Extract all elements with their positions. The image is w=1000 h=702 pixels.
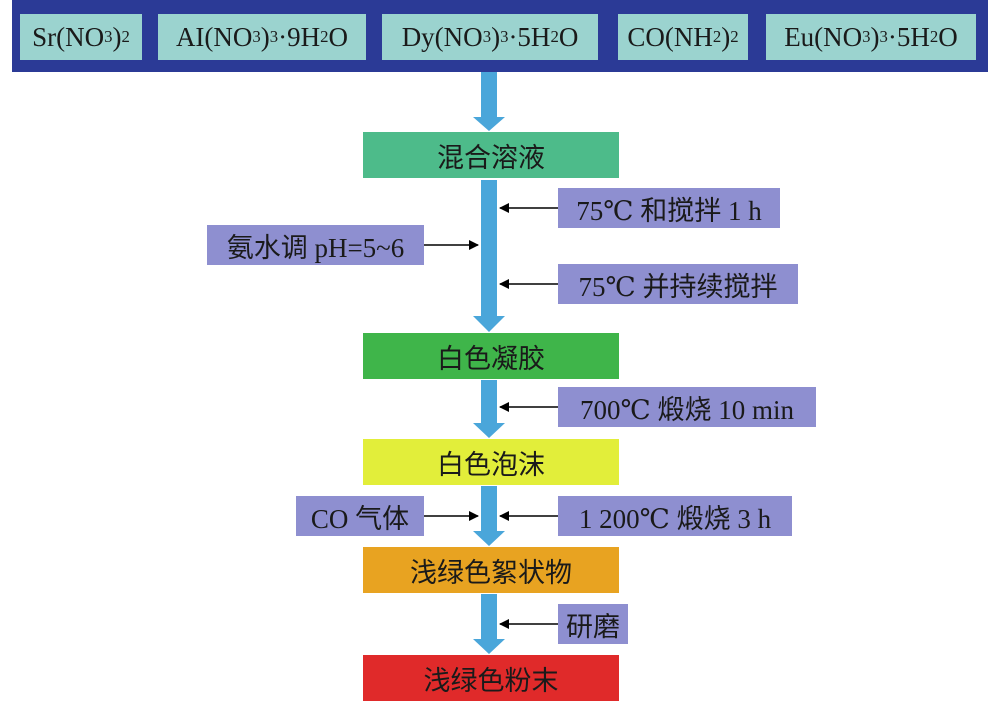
reagent-text: ·5H [508,21,551,52]
condition-grinding: 研磨 [558,604,628,644]
reagent-text: ) [491,21,501,52]
reagent-text: ) [870,21,880,52]
condition-continuous-stir: 75℃ 并持续搅拌 [558,264,798,304]
condition-ammonia-ph: 氨水调 pH=5~6 [207,225,424,265]
reagent-text: O [938,21,958,52]
step-mixed-solution: 混合溶液 [363,132,619,178]
reagent-text: ·5H [887,21,930,52]
reagent-text: O [328,21,349,52]
main-arrow-5 [473,594,505,654]
reagent-text: ·9H [278,21,321,52]
step-white-gel: 白色凝胶 [363,333,619,379]
step-light-green-floc: 浅绿色絮状物 [363,547,619,593]
reagent-text: ) [721,21,731,52]
reagent-text: ) [112,21,122,52]
condition-calcine-1200: 1 200℃ 煅烧 3 h [558,496,792,536]
step-light-green-powder: 浅绿色粉末 [363,655,619,701]
step-white-foam: 白色泡沫 [363,439,619,485]
reagent-text: CO(NH [627,21,713,52]
reagent-text: Sr(NO [32,21,105,52]
main-arrow-4 [473,486,505,546]
main-arrow-1 [473,72,505,131]
main-arrow-2 [473,180,505,332]
reagent-text: ) [260,21,270,52]
condition-stir-1h: 75℃ 和搅拌 1 h [558,188,780,228]
condition-calcine-700: 700℃ 煅烧 10 min [558,387,816,427]
condition-co-gas: CO 气体 [296,496,424,536]
reagent-text: Dy(NO [401,21,483,52]
main-arrow-3 [473,380,505,438]
reagent-text: Eu(NO [784,21,863,52]
reagent-text: O [558,21,579,52]
reagent-text: AI(NO [175,21,253,52]
